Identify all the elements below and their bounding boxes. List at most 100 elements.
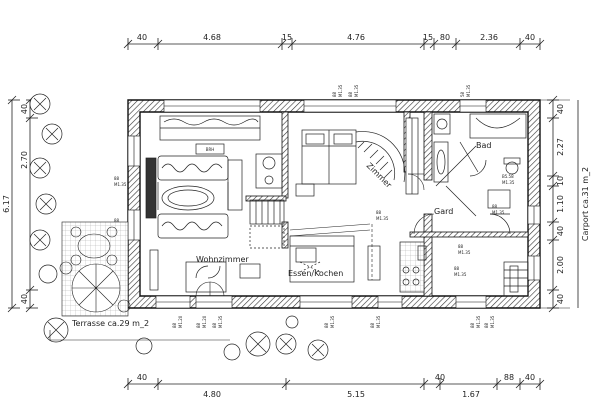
dim-top-8: 40 bbox=[525, 33, 535, 42]
svg-text:88: 88 bbox=[172, 322, 177, 328]
dim-top-1: 40 bbox=[137, 33, 147, 42]
terrace bbox=[59, 221, 131, 317]
room-label-wohnzimmer: Wohnzimmer bbox=[196, 255, 249, 264]
kitchen-fixtures bbox=[289, 235, 427, 293]
terrace-boundary bbox=[49, 330, 230, 341]
tag-bottom-2: 88 M1.20 bbox=[196, 315, 207, 328]
bathroom-fixtures bbox=[433, 113, 527, 183]
svg-text:M1.35: M1.35 bbox=[376, 315, 381, 328]
carport-label: Carport ca.31 m_2 bbox=[581, 167, 590, 241]
staircase bbox=[249, 199, 285, 249]
svg-text:88: 88 bbox=[370, 322, 375, 328]
window-openings bbox=[127, 99, 541, 309]
tag-bottom-6: 88 M1.35 bbox=[470, 315, 481, 328]
terrace-label: Terrasse ca.29 m_2 bbox=[71, 319, 149, 328]
dim-bottom-4: 40 bbox=[435, 373, 445, 382]
dim-left-1: 40 bbox=[20, 104, 29, 114]
svg-text:M1.35: M1.35 bbox=[376, 216, 389, 221]
dim-top-4: 4.76 bbox=[347, 33, 365, 42]
dim-top-6: 80 bbox=[440, 33, 450, 42]
svg-text:M1.35: M1.35 bbox=[330, 315, 335, 328]
dim-bottom-6: 88 bbox=[504, 373, 514, 382]
dim-top-5: 15 bbox=[423, 33, 433, 42]
room-label-gard: Gard bbox=[434, 207, 453, 216]
landscaping bbox=[29, 93, 329, 361]
svg-text:88: 88 bbox=[484, 322, 489, 328]
carport bbox=[540, 99, 570, 309]
dim-bottom-3: 5.15 bbox=[347, 390, 365, 399]
dim-bottom-7: 40 bbox=[525, 373, 535, 382]
svg-text:M1.20: M1.20 bbox=[178, 315, 183, 328]
dim-left-3: 40 bbox=[20, 294, 29, 304]
tag-bottom-7: 88 M1.35 bbox=[484, 315, 495, 328]
doors bbox=[195, 173, 435, 297]
top-dimension-labels: 40 4.68 15 4.76 15 80 2.36 40 bbox=[137, 33, 535, 42]
brh-label: BRH bbox=[206, 147, 215, 152]
tag-top-mid: 88 M1.35 bbox=[348, 84, 359, 97]
tag-bottom-1: 88 M1.20 bbox=[172, 315, 183, 328]
svg-text:M1.35: M1.35 bbox=[454, 272, 467, 277]
svg-text:88: 88 bbox=[332, 91, 337, 97]
bedroom-furniture bbox=[295, 117, 419, 197]
svg-text:88: 88 bbox=[114, 218, 120, 223]
top-dimension-chain bbox=[123, 38, 545, 50]
dim-right-3: 10 bbox=[556, 176, 565, 186]
svg-text:M1.35: M1.35 bbox=[458, 250, 471, 255]
svg-text:M1.20: M1.20 bbox=[202, 315, 207, 328]
tag-bottom-5: 88 M1.35 bbox=[370, 315, 381, 328]
bottom-dimension-chain bbox=[123, 378, 545, 390]
dim-right-2: 2.27 bbox=[556, 138, 565, 156]
wardrobe-hall bbox=[435, 145, 511, 235]
svg-text:58: 58 bbox=[460, 91, 465, 97]
dim-right-4: 1.10 bbox=[556, 195, 565, 213]
svg-text:B5.58: B5.58 bbox=[502, 174, 514, 179]
svg-text:M1.35: M1.35 bbox=[114, 182, 127, 187]
svg-text:M1.35: M1.35 bbox=[492, 210, 505, 215]
dim-right-1: 40 bbox=[556, 104, 565, 114]
svg-text:88: 88 bbox=[470, 322, 475, 328]
svg-text:M1.35: M1.35 bbox=[490, 315, 495, 328]
svg-text:M1.35: M1.35 bbox=[354, 84, 359, 97]
tag-bottom-3: 88 M1.35 bbox=[212, 315, 223, 328]
dim-right-5: 40 bbox=[556, 226, 565, 236]
dim-bottom-5: 1.67 bbox=[462, 390, 480, 399]
dim-left-2: 2.70 bbox=[20, 151, 29, 169]
dim-top-7: 2.36 bbox=[480, 33, 498, 42]
svg-text:88: 88 bbox=[458, 244, 464, 249]
svg-text:M1.35: M1.35 bbox=[218, 315, 223, 328]
svg-text:88: 88 bbox=[376, 210, 382, 215]
dim-bottom-2: 4.80 bbox=[203, 390, 221, 399]
dim-top-3: 15 bbox=[282, 33, 292, 42]
tag-bottom-4: 88 M1.35 bbox=[324, 315, 335, 328]
dim-top-2: 4.68 bbox=[203, 33, 221, 42]
tag-bad-small: B5.58 M1.35 bbox=[502, 174, 515, 185]
svg-text:88: 88 bbox=[324, 322, 329, 328]
bottom-dimension-labels: 40 4.80 5.15 40 1.67 88 40 bbox=[137, 373, 535, 399]
svg-text:88: 88 bbox=[196, 322, 201, 328]
svg-text:M1.35: M1.35 bbox=[466, 84, 471, 97]
dim-bottom-1: 40 bbox=[137, 373, 147, 382]
entrance-stairs bbox=[503, 261, 529, 297]
dim-left-outer: 6.17 bbox=[2, 195, 11, 213]
tag-right-lower: 88 M1.35 bbox=[454, 266, 467, 277]
svg-text:88: 88 bbox=[212, 322, 217, 328]
svg-text:88: 88 bbox=[454, 266, 460, 271]
dim-right-7: 40 bbox=[556, 294, 565, 304]
stove bbox=[255, 153, 283, 189]
tag-top-left: 88 M1.35 bbox=[332, 84, 343, 97]
wall-tags: 88 M1.35 88 M1.35 58 M1.35 88 M1.35 88 M… bbox=[114, 84, 515, 328]
tag-left-upper: 88 M1.35 bbox=[114, 176, 127, 187]
svg-text:M1.35: M1.35 bbox=[502, 180, 515, 185]
tag-bad-window: 58 M1.35 bbox=[460, 84, 471, 97]
right-dimension-chain bbox=[547, 95, 579, 313]
tag-center: 88 M1.35 bbox=[376, 210, 389, 221]
right-dimension-labels: 40 2.27 10 1.10 40 2.00 40 Carport ca.31… bbox=[556, 104, 590, 304]
svg-text:88: 88 bbox=[348, 91, 353, 97]
dim-right-6: 2.00 bbox=[556, 256, 565, 274]
tag-right-mid: 88 M1.35 bbox=[492, 204, 505, 215]
room-label-essen-kochen: Essen/Kochen bbox=[288, 269, 343, 278]
room-label-bad: Bad bbox=[476, 141, 491, 150]
kitchen-partition bbox=[289, 223, 373, 280]
living-room-furniture: BRH bbox=[145, 115, 261, 293]
